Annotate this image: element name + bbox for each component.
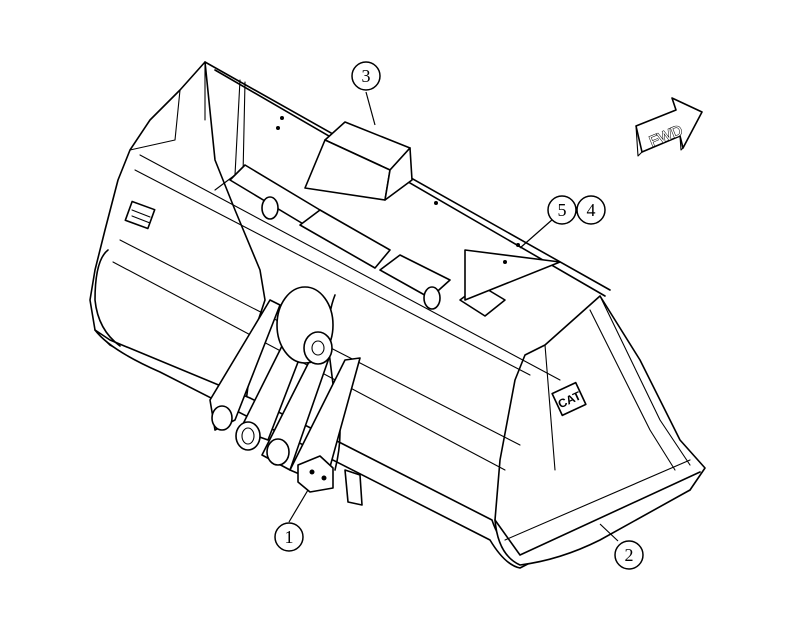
callout-3-label: 3	[362, 66, 371, 86]
callout-1-label: 1	[285, 527, 294, 547]
callout-4-label: 4	[587, 200, 596, 220]
leader-lines	[288, 91, 619, 542]
bucket-body	[89, 61, 706, 569]
callout-3: 3	[351, 61, 381, 91]
callout-4: 4	[576, 195, 606, 225]
hitch-assembly	[209, 286, 363, 506]
callout-5-label: 5	[558, 200, 567, 220]
callout-2: 2	[614, 540, 644, 570]
callout-5: 5	[547, 195, 577, 225]
callout-2-label: 2	[625, 545, 634, 565]
cat-logo-right: CAT	[551, 381, 587, 417]
fwd-direction-arrow: FWD	[635, 97, 703, 157]
callout-1: 1	[274, 522, 304, 552]
top-gussets	[229, 116, 561, 317]
part-3-guard-block	[304, 121, 413, 201]
cat-logo-left	[124, 200, 156, 230]
